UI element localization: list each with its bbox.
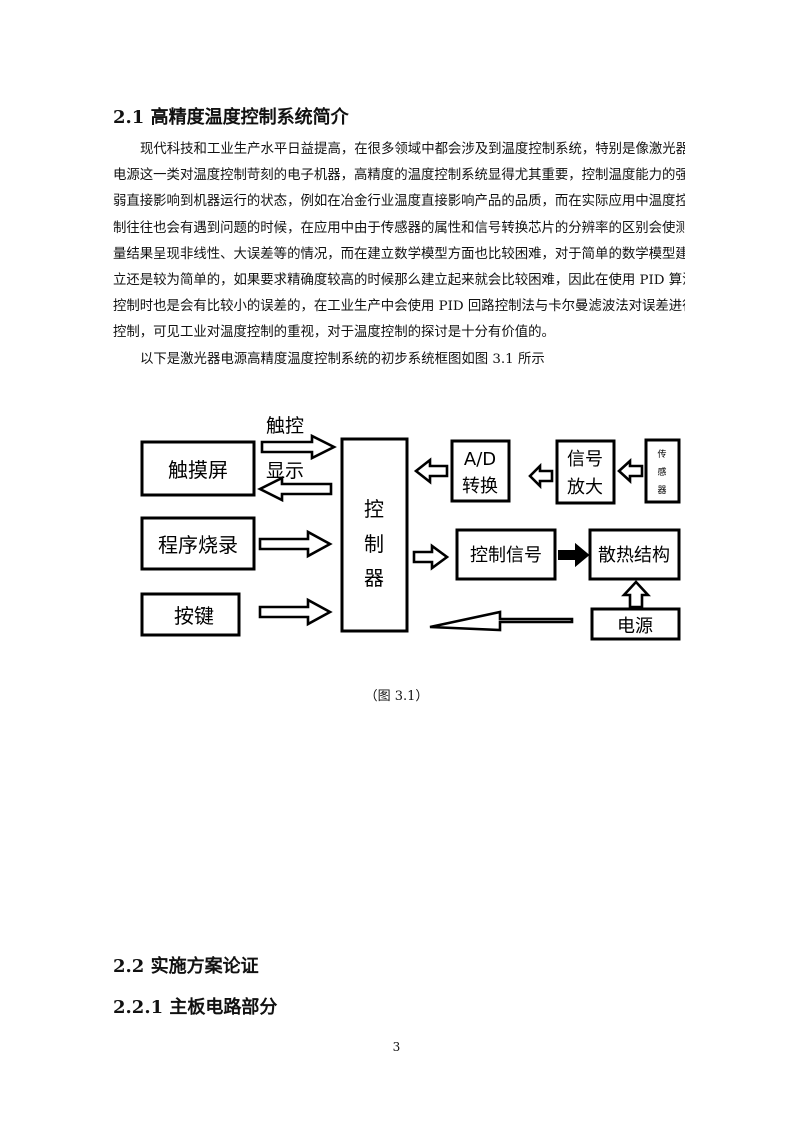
section-2-2-1-title: 2.2.1 主板电路部分: [113, 997, 278, 1018]
arrow-controller-to-signal: [412, 543, 450, 571]
paragraph-line: 立还是较为简单的，如果要求精确度较高的时候那么建立起来就会比较困难，因此在使用 …: [113, 273, 685, 289]
power-label: 电源: [617, 616, 653, 637]
section-2-2-title: 2.2 实施方案论证: [113, 956, 259, 977]
arrow-keys: [258, 597, 333, 627]
controller-label-3: 器: [364, 566, 384, 590]
arrow-program: [258, 529, 333, 559]
touch-label: 触控: [266, 415, 304, 437]
sensor-label-2: 感: [657, 466, 666, 478]
program-burn-block: [140, 516, 256, 571]
paragraph-line: 控制，可见工业对温度控制的重视，对于温度控制的探讨是十分有价值的。: [113, 325, 555, 341]
keys-block: [140, 592, 241, 637]
arrow-adc-to-controller: [413, 457, 449, 485]
arrow-display: [257, 475, 333, 503]
adc-label-2: 转换: [462, 476, 498, 497]
adc-block: [450, 439, 511, 503]
paragraph-line: 弱直接影响到机器运行的状态，例如在冶金行业温度直接影响产品的品质，而在实际应用中…: [113, 194, 685, 210]
system-block-diagram: 触控 显示 触摸屏 程序烧录 按键 控 制 器 A/D 转换 信号 放大 传 感…: [140, 415, 681, 641]
arrow-touch: [260, 433, 337, 461]
keys-label: 按键: [174, 604, 214, 628]
sensor-block: [644, 438, 681, 504]
paragraph-line: 现代科技和工业生产水平日益提高，在很多领域中都会涉及到温度控制系统，特别是像激光…: [140, 142, 685, 157]
arrow-amp-to-adc: [528, 462, 554, 490]
section-2-1-paragraph: 现代科技和工业生产水平日益提高，在很多领域中都会涉及到温度控制系统，特别是像激光…: [113, 137, 685, 373]
program-burn-label: 程序烧录: [158, 533, 238, 557]
touchscreen-block: [140, 440, 256, 497]
paragraph-line: 控制时也是会有比较小的误差的，在工业生产中会使用 PID 回路控制法与卡尔曼滤波…: [113, 299, 685, 315]
power-block: [590, 607, 681, 641]
heat-sink-block: [588, 528, 681, 581]
paragraph-line: 电源这一类对温度控制苛刻的电子机器，高精度的温度控制系统显得尤其重要，控制温度能…: [113, 168, 685, 184]
controller-block: [340, 437, 409, 633]
control-signal-label: 控制信号: [470, 545, 542, 566]
amplifier-block: [555, 439, 616, 505]
figure-caption: （图 3.1）: [364, 689, 429, 704]
heat-sink-label: 散热结构: [598, 545, 670, 566]
intro-line: 以下是激光器电源高精度温度控制系统的初步系统框图如图 3.1 所示: [140, 351, 545, 367]
amplifier-label-1: 信号: [567, 449, 603, 470]
controller-label-2: 制: [364, 532, 384, 556]
arrow-power-to-controller: [429, 610, 574, 632]
paragraph-line: 制往往也会有遇到问题的时候，在应用中由于传感器的属性和信号转换芯片的分辨率的区别…: [113, 220, 685, 236]
touchscreen-label: 触摸屏: [168, 458, 228, 482]
amplifier-label-2: 放大: [567, 477, 603, 498]
sensor-label-3: 器: [657, 485, 666, 496]
arrow-sensor-to-amp: [617, 458, 644, 484]
arrow-signal-to-heatsink: [558, 542, 590, 568]
page-number: 3: [392, 1040, 401, 1054]
controller-label-1: 控: [364, 497, 384, 521]
control-signal-block: [455, 528, 557, 581]
section-2-1-title: 2.1 高精度温度控制系统简介: [113, 107, 349, 128]
arrow-power-to-heatsink: [621, 580, 651, 609]
paragraph-line: 量结果呈现非线性、大误差等的情况，而在建立数学模型方面也比较困难，对于简单的数学…: [113, 246, 685, 262]
adc-label-1: A/D: [464, 449, 496, 470]
sensor-label-1: 传: [657, 448, 666, 460]
display-label: 显示: [266, 460, 304, 482]
